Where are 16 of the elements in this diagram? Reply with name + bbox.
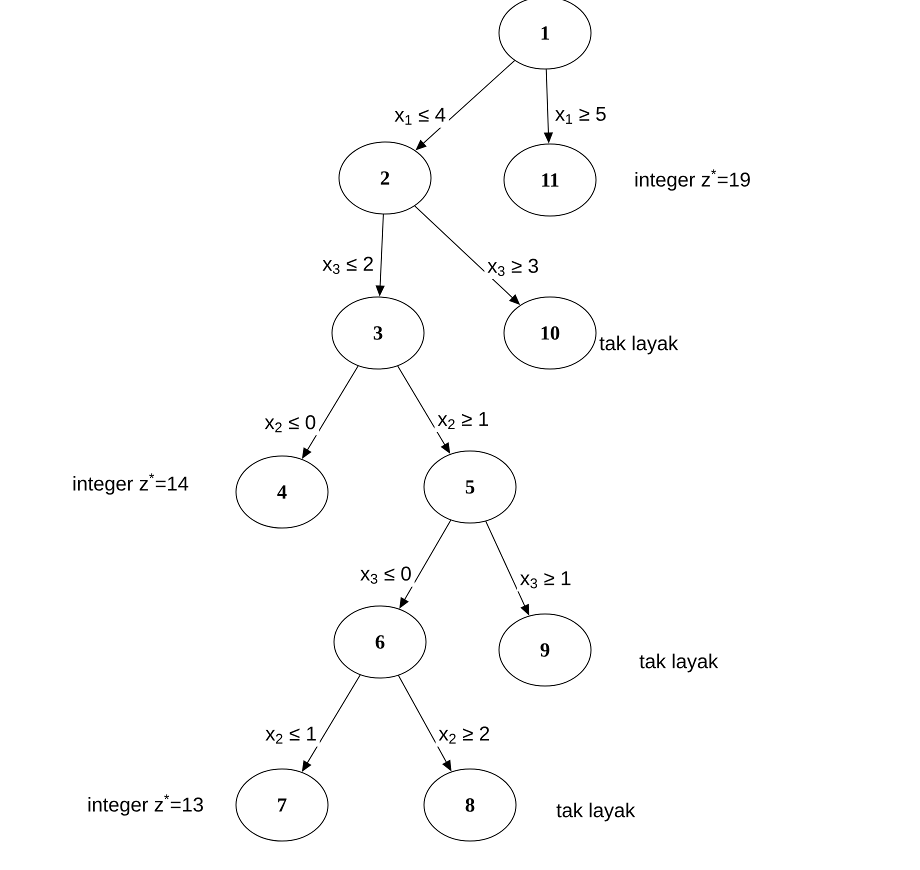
edge-label: x$_{2}$ ≤ 1	[266, 726, 316, 744]
status-note: tak layak	[640, 654, 718, 672]
edge-label: x$_{1}$ ≥ 5	[555, 106, 606, 124]
edge-label: x$_{3}$ ≥ 3	[488, 258, 538, 276]
edge-label: x$_{3}$ ≥ 1	[520, 571, 570, 588]
status-note: tak layak	[556, 802, 636, 822]
edge-label: x$_{2}$ ≥ 2	[438, 726, 490, 744]
edge-label: x$_{2}$ ≥ 1	[438, 412, 488, 429]
status-note: tak layak	[600, 336, 678, 354]
edge-label: x$_{3}$ ≤ 0	[360, 566, 411, 584]
edge-label: x$_{1}$ ≤ 4	[394, 108, 446, 125]
edge-label: x$_{3}$ ≤ 2	[322, 256, 373, 274]
status-note: integer z$^{*}$=13	[88, 794, 203, 816]
status-note: integer z$^{*}$=14	[74, 473, 188, 495]
status-note: integer z$^{*}$=19	[636, 169, 750, 191]
edge-label: x$_{2}$ ≤ 0	[264, 415, 316, 432]
